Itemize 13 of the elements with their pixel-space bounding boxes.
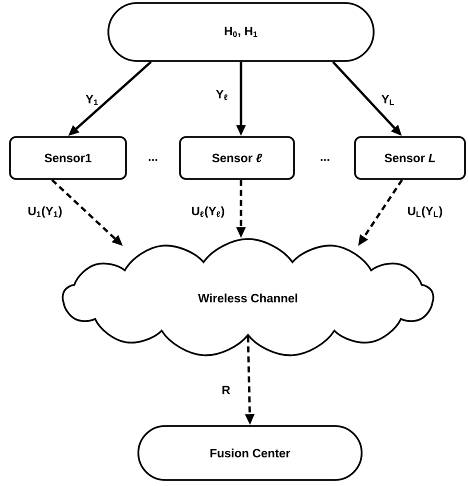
edge-label: R (220, 384, 232, 396)
sensor-box: Sensor ℓ (179, 136, 295, 180)
ellipsis: ... (148, 159, 158, 161)
edge-label: U$_{ℓ}$(Y$_{ℓ}$) (190, 205, 226, 219)
edge-label: Y$_{ℓ}$ (214, 88, 230, 102)
edge-label: Y$_{L}$ (380, 94, 396, 106)
edge-label: U$_{L}$(Y$_{L}$) (406, 205, 444, 219)
channel-cloud: Wireless Channel (62, 238, 434, 356)
sensor-box: Sensor L (354, 136, 466, 180)
edge-label: Y$_{1}$ (84, 94, 100, 106)
edge-label: U$_{1}$(Y$_{1}$) (26, 205, 64, 219)
sensor-box: Sensor1 (9, 136, 127, 180)
ellipsis: ... (320, 159, 330, 161)
